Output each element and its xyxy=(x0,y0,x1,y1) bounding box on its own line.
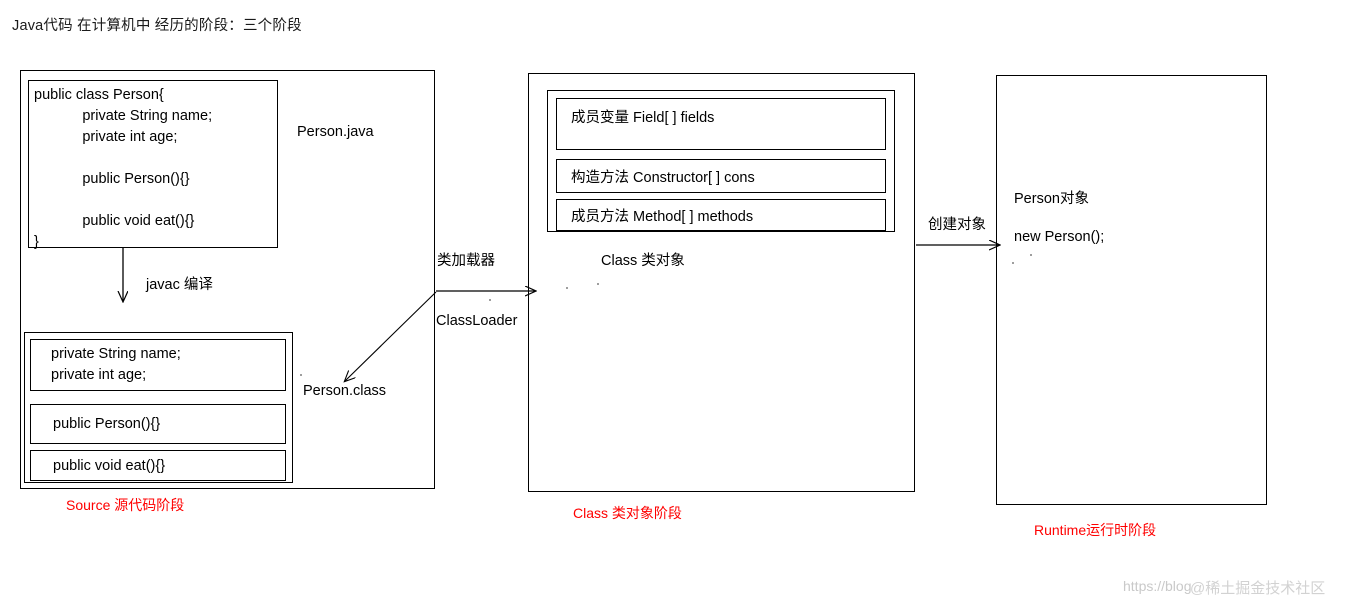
source-stage-panel xyxy=(20,70,435,489)
compiled-field-line: private String name; xyxy=(51,346,181,362)
source-code-line: private String name; xyxy=(34,108,213,124)
speck-dot xyxy=(566,287,568,289)
class-fields-box: 成员变量 Field[ ] fields xyxy=(556,98,886,150)
person-java-label: Person.java xyxy=(297,124,374,140)
source-code-line: public void eat(){} xyxy=(34,213,195,229)
source-code-line: public class Person{ xyxy=(34,87,164,103)
class-constructors-box: 构造方法 Constructor[ ] cons xyxy=(556,159,886,193)
class-loader-en-label: ClassLoader xyxy=(436,313,518,329)
class-loader-cjk-label: 类加载器 xyxy=(437,253,495,269)
speck-dot xyxy=(1012,262,1014,264)
person-object-label: Person对象 xyxy=(1014,191,1089,207)
compiled-constructor-line: public Person(){} xyxy=(53,416,161,432)
source-code-box xyxy=(28,80,278,248)
source-code-line: private int age; xyxy=(34,129,178,145)
compiled-fields-box: private String name; private int age; xyxy=(30,339,286,391)
new-person-expression: new Person(); xyxy=(1014,229,1105,245)
speck-dot xyxy=(597,283,599,285)
watermark-handle: @稀土掘金技术社区 xyxy=(1190,580,1326,597)
source-code-text: public class Person{ private String name… xyxy=(34,85,278,253)
source-stage-label: Source 源代码阶段 xyxy=(66,497,185,513)
page-title: Java代码 在计算机中 经历的阶段：三个阶段 xyxy=(12,18,302,34)
javac-compile-label: javac 编译 xyxy=(146,277,213,293)
class-stage-label: Class 类对象阶段 xyxy=(573,505,682,521)
runtime-stage-panel xyxy=(996,75,1267,505)
create-object-label: 创建对象 xyxy=(928,217,986,233)
watermark-url: https://blog xyxy=(1123,578,1192,594)
class-methods-box: 成员方法 Method[ ] methods xyxy=(556,199,886,231)
source-code-line: } xyxy=(34,234,39,250)
class-methods-label: 成员方法 Method[ ] methods xyxy=(571,209,754,225)
speck-dot xyxy=(1030,254,1032,256)
class-stage-panel xyxy=(528,73,915,492)
compiled-method-box: public void eat(){} xyxy=(30,450,286,481)
person-class-label: Person.class xyxy=(303,383,387,399)
source-code-line: public Person(){} xyxy=(34,171,190,187)
source-code-line xyxy=(34,190,278,211)
class-fields-label: 成员变量 Field[ ] fields xyxy=(571,110,715,126)
class-object-caption: Class 类对象 xyxy=(601,253,685,269)
class-constructors-label: 构造方法 Constructor[ ] cons xyxy=(571,170,755,186)
compiled-field-line: private int age; xyxy=(51,367,147,383)
compiled-constructor-box: public Person(){} xyxy=(30,404,286,444)
speck-dot xyxy=(489,299,491,301)
compiled-method-line: public void eat(){} xyxy=(53,458,166,474)
speck-dot xyxy=(300,374,302,376)
runtime-stage-label: Runtime运行时阶段 xyxy=(1034,522,1157,538)
source-code-line xyxy=(34,148,278,169)
